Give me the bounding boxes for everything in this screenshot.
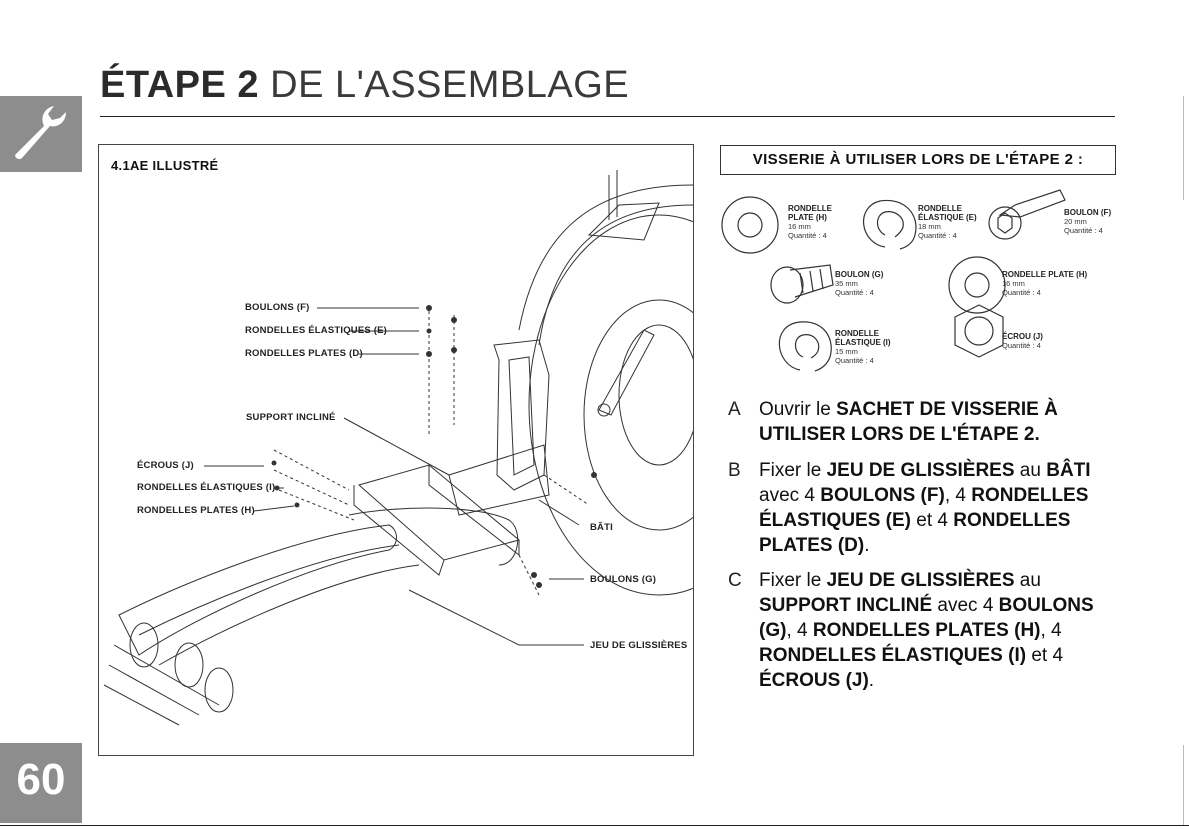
callout-boulons-g: BOULONS (G) (590, 574, 657, 585)
hardware-size: 35 mm (835, 279, 858, 288)
hardware-size: 16 mm (788, 222, 811, 231)
callout-bati: BÂTI (590, 522, 613, 533)
hardware-item-rondelle-elastique-i: RONDELLE ÉLASTIQUE (I) 15 mm Quantité : … (835, 329, 891, 365)
hardware-label: RONDELLE (918, 204, 962, 213)
callout-rondelles-plates-h: RONDELLES PLATES (H) (137, 505, 255, 516)
hardware-label: BOULON (G) (835, 270, 884, 279)
hardware-quantity: Quantité : 4 (835, 356, 874, 365)
hardware-size: 20 mm (1064, 217, 1087, 226)
illustration-frame (98, 144, 694, 756)
hardware-label: RONDELLE (788, 204, 832, 213)
step-a-letter: A (728, 399, 741, 420)
step-c-text: Fixer le JEU DE GLISSIÈRES au SUPPORT IN… (759, 568, 1119, 693)
page-number: 60 (16, 755, 66, 804)
hardware-label: PLATE (H) (788, 213, 827, 222)
step-text-bold: RONDELLES ÉLASTIQUES (E) (759, 485, 1089, 531)
callout-rondelles-elastiques-i: RONDELLES ÉLASTIQUES (I) (137, 482, 276, 493)
hardware-size: 18 mm (918, 222, 941, 231)
edge-line (1183, 745, 1184, 825)
step-text-bold: JEU DE GLISSIÈRES (826, 460, 1015, 481)
step-text-run: Ouvrir le (759, 399, 837, 420)
hardware-label: RONDELLE PLATE (H) (1002, 270, 1088, 279)
hardware-size: 15 mm (835, 347, 858, 356)
page-title-rest: DE L'ASSEMBLAGE (259, 64, 630, 106)
hardware-label: BOULON (F) (1064, 208, 1112, 217)
page-title-step: ÉTAPE 2 (100, 64, 260, 106)
callout-jeu-glissieres: JEU DE GLISSIÈRES (590, 640, 688, 651)
hardware-item-rondelle-elastique-e: RONDELLE ÉLASTIQUE (E) 18 mm Quantité : … (918, 204, 977, 240)
title-divider (100, 116, 1115, 117)
tool-tab (0, 96, 82, 172)
step-text-run: Fixer le (759, 570, 827, 591)
hardware-label: ÉLASTIQUE (I) (835, 338, 891, 347)
callout-support-incline: SUPPORT INCLINÉ (246, 412, 336, 423)
hardware-quantity: Quantité : 4 (918, 231, 957, 240)
edge-line (1183, 96, 1184, 200)
step-text-run: au (1014, 460, 1047, 481)
hardware-item-ecrou-j: ÉCROU (J) Quantité : 4 (1002, 332, 1043, 350)
hardware-label: ÉCROU (J) (1002, 332, 1043, 341)
hardware-size: 16 mm (1002, 279, 1025, 288)
wrench-icon (15, 106, 66, 160)
step-text-run: , 4 (944, 485, 972, 506)
step-text-bold: SACHET DE VISSERIE À UTILISER LORS DE L'… (759, 399, 1058, 445)
callout-boulons-f: BOULONS (F) (245, 302, 310, 313)
step-text-run: avec 4 (932, 595, 999, 616)
step-text-run: , 4 (1040, 620, 1062, 641)
step-a-text: Ouvrir le SACHET DE VISSERIE À UTILISER … (759, 397, 1119, 447)
step-text-run: . (864, 535, 870, 556)
step-b-letter: B (728, 460, 741, 481)
step-text-bold: BÂTI (1046, 460, 1091, 481)
hardware-label: RONDELLE (835, 329, 879, 338)
step-text-bold: SUPPORT INCLINÉ (759, 595, 933, 616)
bottom-divider (0, 825, 1189, 826)
step-text-run: avec 4 (759, 485, 821, 506)
step-text-run: et 4 (1026, 645, 1064, 666)
step-b-text: Fixer le JEU DE GLISSIÈRES au BÂTI avec … (759, 458, 1119, 558)
step-text-bold: RONDELLES ÉLASTIQUES (I) (759, 645, 1027, 666)
page-title: ÉTAPE 2 DE L'ASSEMBLAGE (100, 64, 629, 107)
step-text-run: Fixer le (759, 460, 827, 481)
hardware-item-boulon-f: BOULON (F) 20 mm Quantité : 4 (1064, 208, 1111, 235)
step-text-bold: JEU DE GLISSIÈRES (826, 570, 1015, 591)
hardware-quantity: Quantité : 4 (1002, 341, 1041, 350)
page-tab (0, 743, 82, 823)
hardware-quantity: Quantité : 4 (788, 231, 827, 240)
hardware-item-rondelle-plate-h-2: RONDELLE PLATE (H) 16 mm Quantité : 4 (1002, 270, 1087, 297)
callout-rondelles-elastiques-e: RONDELLES ÉLASTIQUES (E) (245, 325, 388, 336)
hardware-item-rondelle-plate-h: RONDELLE PLATE (H) 16 mm Quantité : 4 (788, 204, 832, 240)
hardware-label: ÉLASTIQUE (E) (918, 213, 977, 222)
step-text-run: et 4 (911, 510, 954, 531)
hardware-quantity: Quantité : 4 (1064, 226, 1103, 235)
hardware-drawings (721, 189, 1066, 372)
step-text-run: au (1014, 570, 1041, 591)
step-text-run: , 4 (786, 620, 813, 641)
hardware-quantity: Quantité : 4 (1002, 288, 1041, 297)
hardware-item-boulon-g: BOULON (G) 35 mm Quantité : 4 (835, 270, 883, 297)
step-text-bold: BOULONS (G) (759, 595, 1094, 641)
step-text-bold: ÉCROUS (J) (759, 670, 869, 691)
step-text-bold: RONDELLES PLATES (D) (759, 510, 1071, 556)
callout-rondelles-plates-d: RONDELLES PLATES (D) (245, 348, 363, 359)
hardware-quantity: Quantité : 4 (835, 288, 874, 297)
hardware-header-box (720, 145, 1116, 175)
step-text-run: . (868, 670, 875, 691)
illustration-title: 4.1AE ILLUSTRÉ (111, 158, 219, 173)
callout-ecrous-j: ÉCROUS (J) (137, 460, 194, 471)
step-c-letter: C (728, 570, 742, 591)
step-text-bold: BOULONS (F) (820, 485, 945, 506)
assembly-illustration (103, 170, 693, 726)
hardware-title: VISSERIE À UTILISER LORS DE L'ÉTAPE 2 : (752, 151, 1084, 168)
step-text-bold: RONDELLES PLATES (H) (812, 620, 1041, 641)
